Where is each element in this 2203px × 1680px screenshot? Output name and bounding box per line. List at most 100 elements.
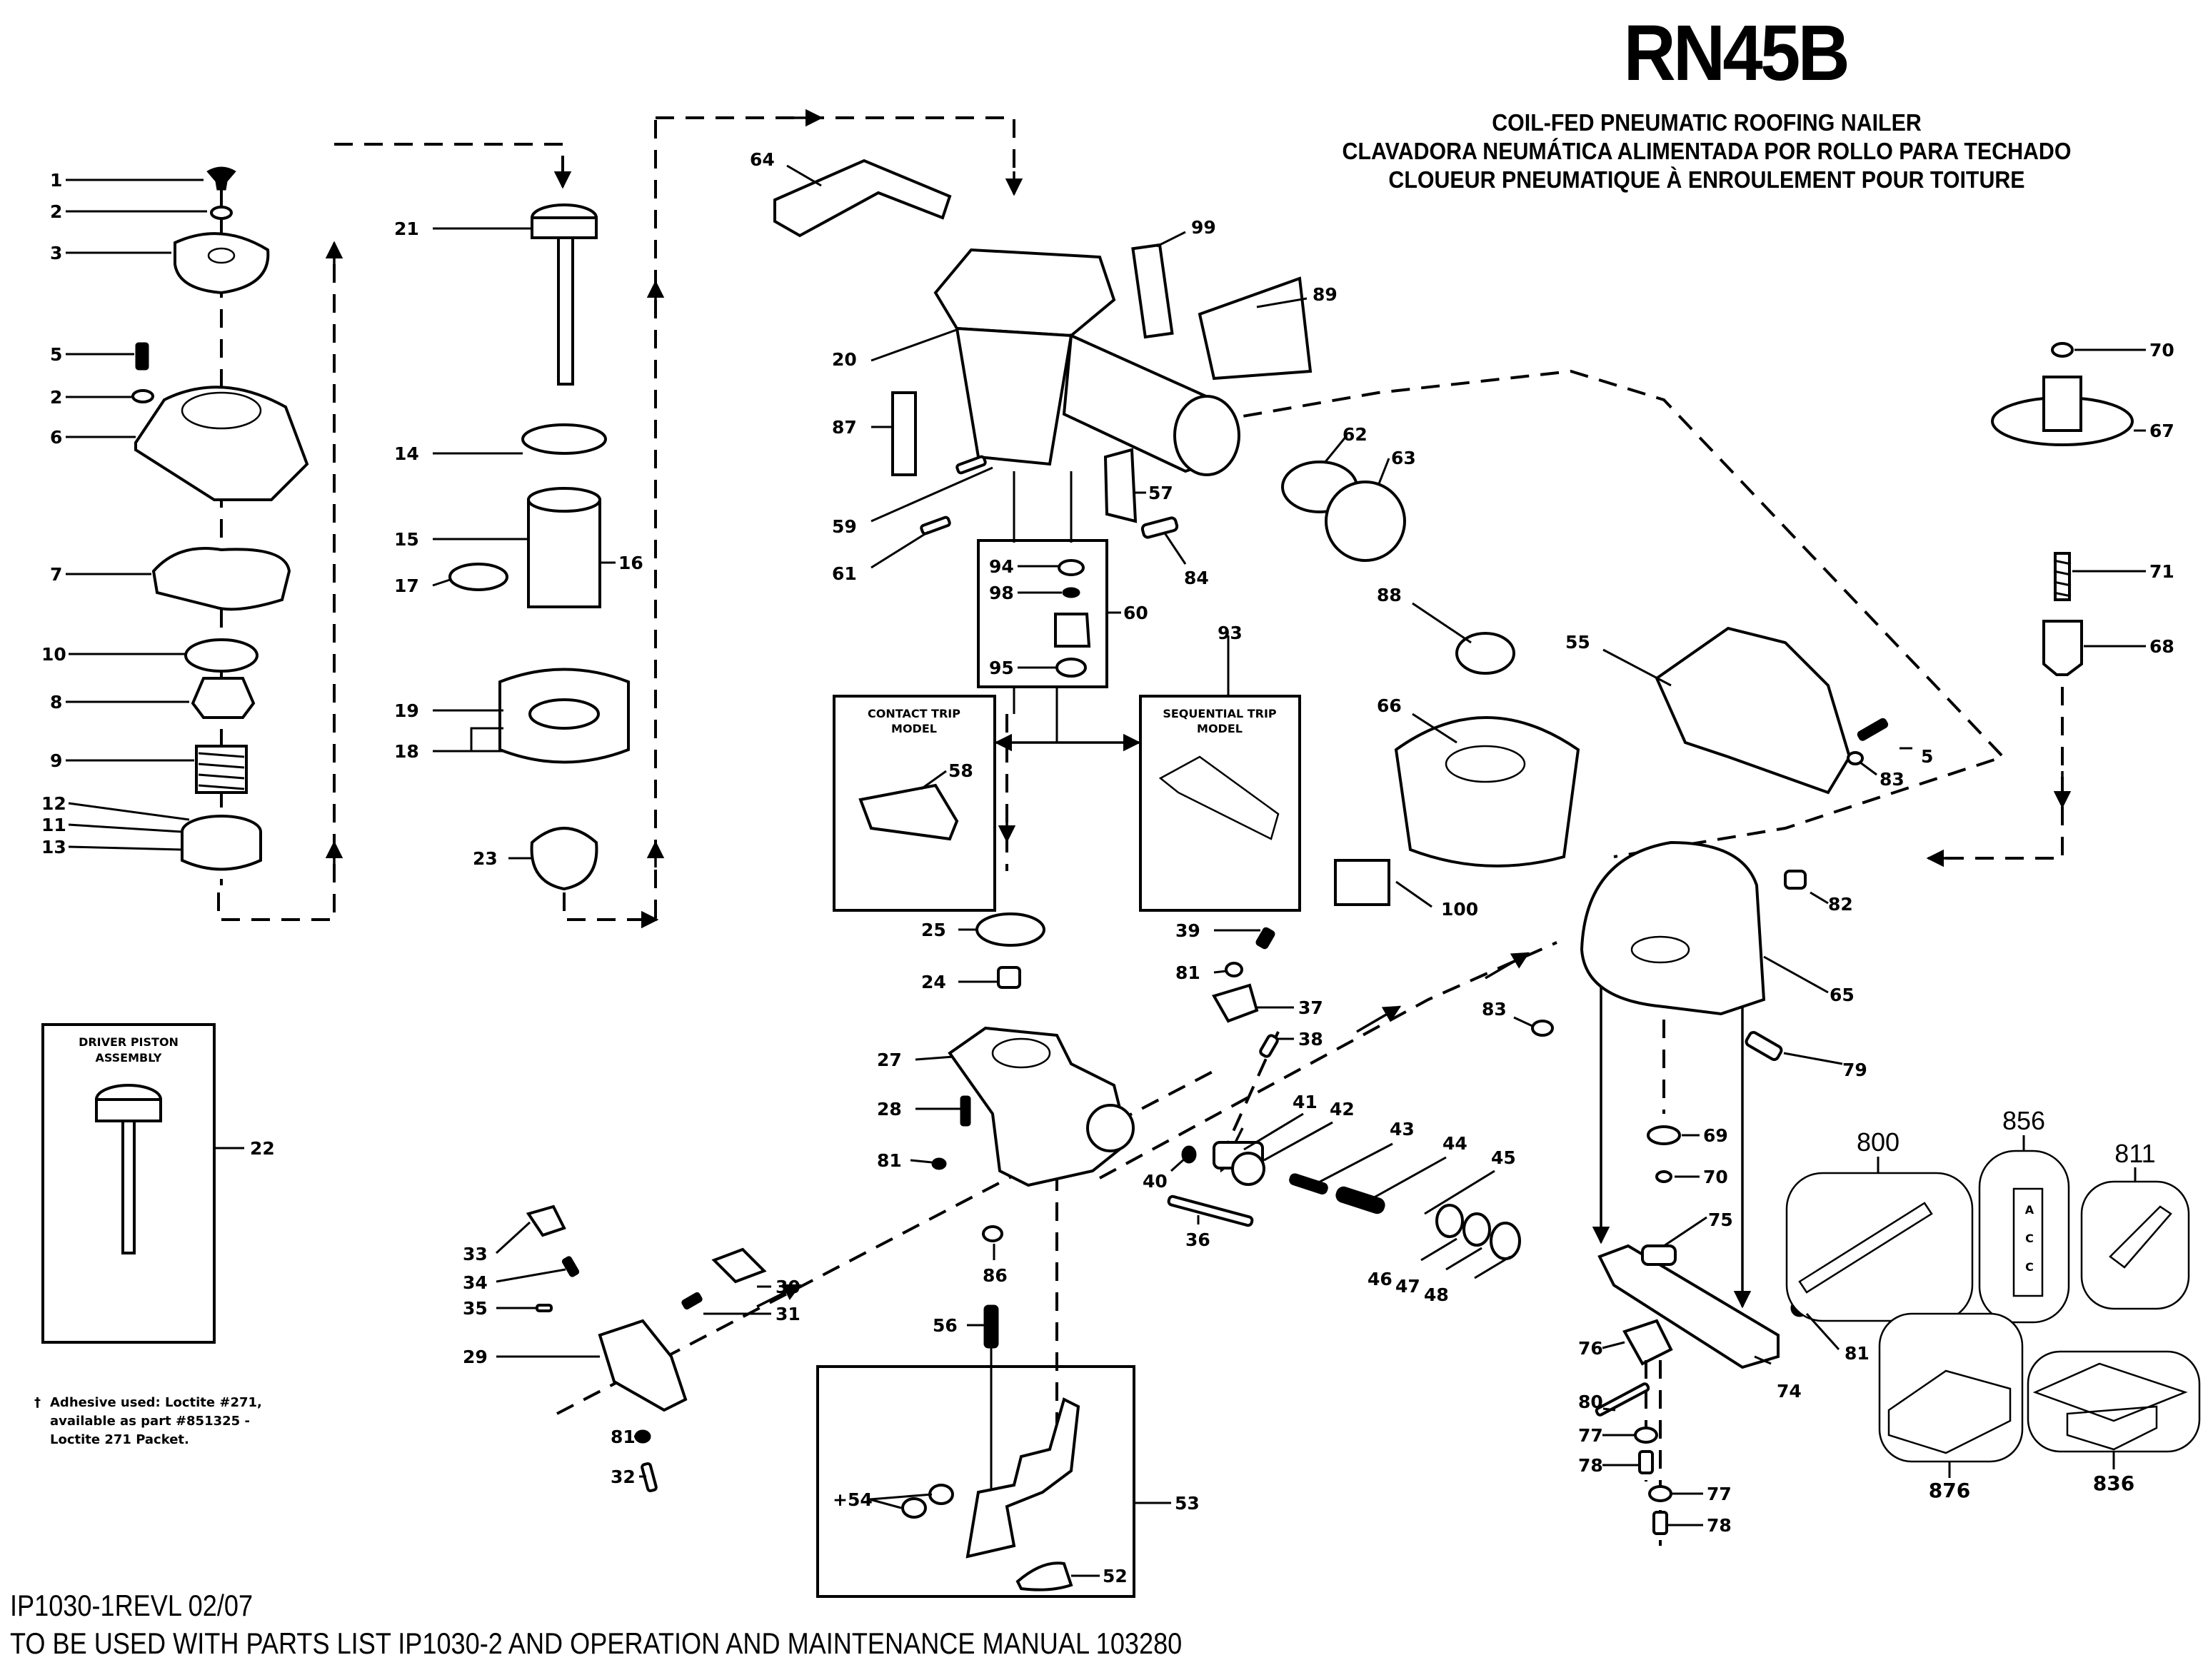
part-retaining-ring-48[interactable]: [1490, 1222, 1521, 1260]
callout-label[interactable]: 69: [1703, 1125, 1728, 1146]
part-washer-46[interactable]: [1435, 1204, 1464, 1238]
part-cap-47[interactable]: [1462, 1212, 1491, 1247]
callout-label[interactable]: 2: [50, 201, 62, 222]
part-housing-body[interactable]: [955, 326, 1073, 466]
callout-label[interactable]: 57: [1148, 483, 1173, 503]
callout-label[interactable]: 79: [1842, 1060, 1867, 1080]
callout-label[interactable]: 28: [877, 1099, 902, 1120]
callout-label[interactable]: 836: [2093, 1472, 2134, 1495]
part-o-ring-95[interactable]: [1055, 658, 1087, 678]
callout-label[interactable]: 83: [1880, 769, 1905, 790]
callout-label[interactable]: 83: [1482, 999, 1507, 1020]
callout-label[interactable]: 34: [463, 1272, 488, 1293]
callout-label[interactable]: 81: [1845, 1343, 1870, 1364]
part-pin-32[interactable]: [641, 1462, 658, 1493]
callout-label[interactable]: 71: [2149, 561, 2174, 582]
part-plate-75[interactable]: [1641, 1244, 1677, 1266]
callout-label[interactable]: 22: [250, 1138, 275, 1159]
part-screw-28[interactable]: [960, 1095, 971, 1127]
callout-label[interactable]: 77: [1578, 1425, 1603, 1446]
callout-label[interactable]: 65: [1830, 985, 1855, 1005]
part-contact-trip-lever[interactable]: [858, 783, 959, 841]
callout-label[interactable]: 68: [2149, 636, 2174, 657]
part-trip-arm[interactable]: [965, 1397, 1080, 1559]
callout-label[interactable]: 23: [473, 848, 498, 869]
callout-label[interactable]: 36: [1185, 1229, 1210, 1250]
part-handle-guard[interactable]: [773, 159, 952, 238]
part-screw-54a[interactable]: [928, 1484, 954, 1505]
callout-label[interactable]: 63: [1391, 448, 1416, 468]
part-retaining-ring-25[interactable]: [975, 912, 1045, 947]
callout-label[interactable]: 24: [921, 972, 946, 992]
part-nut-86[interactable]: [982, 1225, 1003, 1242]
part-bushing-24[interactable]: [997, 966, 1021, 989]
callout-label[interactable]: 86: [983, 1265, 1008, 1286]
part-latch-30[interactable]: [711, 1247, 767, 1284]
callout-label[interactable]: 81: [877, 1150, 902, 1171]
part-adjuster-52[interactable]: [1015, 1561, 1073, 1591]
accessory-toolbox[interactable]: [2032, 1362, 2188, 1451]
callout-label[interactable]: 800: [1857, 1127, 1900, 1157]
accessory-grease-gun[interactable]: [1798, 1202, 1933, 1294]
part-spring-31[interactable]: [681, 1292, 703, 1310]
callout-label[interactable]: 8: [50, 692, 62, 713]
part-spindle[interactable]: [2042, 376, 2082, 432]
callout-label[interactable]: 2: [50, 387, 62, 408]
part-cap-plug[interactable]: [206, 166, 236, 191]
part-label-100[interactable]: [1334, 859, 1390, 906]
callout-label[interactable]: 44: [1442, 1133, 1467, 1154]
callout-label[interactable]: 27: [877, 1050, 902, 1070]
part-spring-71[interactable]: [2054, 552, 2071, 601]
callout-label[interactable]: 6: [50, 427, 62, 448]
callout-label[interactable]: 61: [832, 563, 857, 584]
callout-label[interactable]: 14: [394, 443, 419, 464]
part-driver-blade[interactable]: [557, 236, 574, 386]
part-spring-34[interactable]: [561, 1255, 580, 1277]
callout-label[interactable]: 78: [1578, 1455, 1603, 1476]
callout-label[interactable]: 7: [50, 564, 62, 585]
callout-label[interactable]: 47: [1395, 1276, 1420, 1297]
callout-label[interactable]: 5: [1921, 746, 1933, 767]
callout-label[interactable]: 16: [618, 553, 643, 573]
callout-label[interactable]: 38: [1298, 1029, 1323, 1050]
callout-label[interactable]: 41: [1293, 1092, 1318, 1112]
part-washer-77a[interactable]: [1634, 1427, 1658, 1444]
part-bumper[interactable]: [530, 827, 598, 891]
callout-label[interactable]: 60: [1123, 603, 1148, 623]
part-pin[interactable]: [955, 455, 987, 475]
part-o-ring[interactable]: [184, 638, 259, 673]
callout-label[interactable]: 76: [1578, 1338, 1603, 1359]
callout-label[interactable]: 55: [1565, 632, 1590, 653]
callout-label[interactable]: 78: [1707, 1515, 1732, 1536]
callout-label[interactable]: 15: [394, 529, 419, 550]
part-ball-81[interactable]: [1225, 962, 1243, 977]
part-screw-54b[interactable]: [901, 1497, 927, 1519]
callout-label[interactable]: 62: [1343, 424, 1368, 445]
callout-label[interactable]: 64: [750, 149, 775, 170]
callout-label[interactable]: 80: [1578, 1392, 1603, 1412]
part-valve-60[interactable]: [1054, 613, 1091, 648]
part-gasket[interactable]: [151, 547, 291, 611]
callout-label[interactable]: 45: [1491, 1147, 1516, 1168]
part-post-68[interactable]: [2042, 620, 2083, 676]
callout-label[interactable]: 5: [50, 344, 62, 365]
part-washer-69[interactable]: [1647, 1125, 1681, 1145]
part-valve-head-42[interactable]: [1231, 1152, 1265, 1186]
callout-label[interactable]: 9: [50, 750, 62, 771]
callout-label[interactable]: 40: [1143, 1171, 1168, 1192]
part-grip[interactable]: [1198, 276, 1313, 381]
part-seal[interactable]: [181, 832, 262, 871]
callout-label[interactable]: 67: [2149, 421, 2174, 441]
part-screw[interactable]: [1140, 516, 1179, 539]
callout-label[interactable]: 58: [948, 760, 973, 781]
part-washer[interactable]: [210, 206, 233, 220]
callout-label[interactable]: 81: [611, 1427, 636, 1447]
part-latch-body-29[interactable]: [598, 1319, 688, 1412]
callout-label[interactable]: 94: [989, 556, 1014, 577]
part-lever-33[interactable]: [526, 1204, 566, 1237]
accessory-card[interactable]: [2012, 1187, 2044, 1297]
accessory-case[interactable]: [1887, 1369, 2012, 1454]
callout-label[interactable]: 25: [921, 920, 946, 940]
callout-label[interactable]: 12: [41, 793, 66, 814]
part-bracket[interactable]: [1103, 448, 1138, 523]
